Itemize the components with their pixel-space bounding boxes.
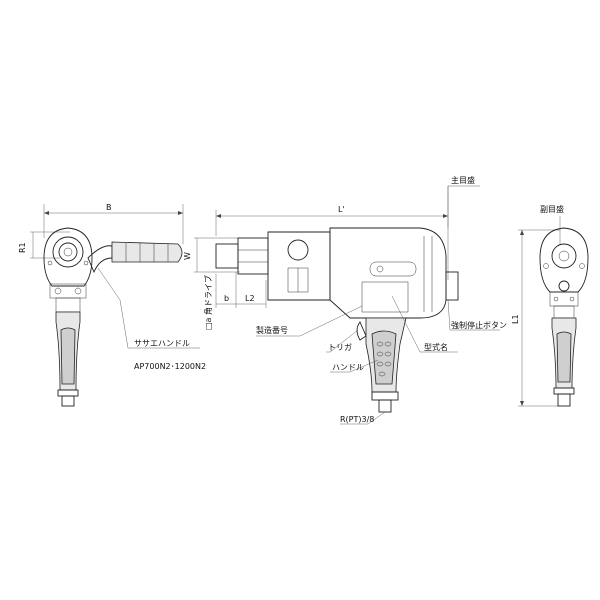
rear-grip-rubber [556,331,572,383]
front-grip-base [57,389,79,397]
left-front-view: B R1 ササエハンドル AP700N2･1200N2 [18,203,206,407]
grip-dot [376,351,384,357]
support-handle-models-label: AP700N2･1200N2 [134,362,206,371]
support-handle-grip [111,241,183,263]
trigger-leader [326,329,359,353]
dim-lprime-arrow-left [216,214,221,218]
rear-air-fitting [557,393,571,407]
pistol-grip-rubber [371,330,397,385]
rear-scale-dial-center [558,250,570,262]
rear-neck-bolt-left [553,296,559,302]
air-inlet-fitting [378,399,392,413]
right-rear-view: L1 副目盛 [511,204,589,407]
rear-grip-base [553,387,575,395]
model-name-leader [391,295,458,353]
rear-scale-dial [551,243,577,269]
grip-dot [378,371,386,377]
dim-l1-label: L1 [511,314,520,324]
front-socket-center [63,247,73,257]
dim-l1-arrow-bottom [520,401,524,406]
serial-plate [361,281,409,313]
front-grip-rubber [60,327,76,385]
serial-number-label: 製造番号 [256,325,288,335]
front-lower-block [55,297,81,313]
sub-scale-label: 副目盛 [540,204,564,214]
square-drive-label: □a 角ドライブ [203,275,213,330]
air-inlet-leader [340,411,386,425]
hammer-case-boss [287,239,309,261]
grip-dot [376,341,384,347]
anvil-drive [215,243,239,269]
center-side-view: L' W b L2 □a 角ドライブ [183,175,507,425]
rear-neck-bolt-right [569,296,575,302]
dim-b-arrow-left [44,211,49,215]
rear-bolt-right [579,263,585,269]
trigger [356,321,367,341]
model-name-label: 型式名 [424,342,448,352]
hammer-case [267,231,331,301]
handle-label: ハンドル [332,363,364,372]
grip-dot [384,361,392,367]
front-socket-ring [52,236,84,268]
front-neck-bolt-left [54,287,62,295]
grip-dot [384,351,392,357]
rear-scale-knob [445,271,459,301]
dim-b-arrow-right [178,211,183,215]
front-air-fitting [61,395,75,407]
dim-l1-arrow-top [520,230,524,235]
dim-lprime-label: L' [338,205,345,214]
motor-housing [329,227,447,319]
air-inlet-label: R(PT)3/8 [340,415,374,424]
rear-lower-block [553,305,575,319]
front-bolt-left [47,260,53,266]
serial-number-leader [256,305,363,337]
dim-r1-label: R1 [18,242,27,253]
model-plate [369,261,417,277]
grip-dot [376,361,384,367]
front-neck-bolt-right [74,287,82,295]
anvil-housing [237,237,269,275]
model-plate-screw [376,265,384,273]
grip-base [371,391,399,401]
trigger-label: トリガ [328,342,352,352]
front-bolt-right [83,260,89,266]
support-handle-leader [97,267,200,349]
dim-bsmall-label: b [224,294,229,303]
dim-b-label: B [106,203,112,212]
force-stop-label: 強制停止ボタン [451,320,507,330]
main-scale-leader [447,185,480,228]
rear-stop-button [558,280,570,292]
grip-texture [376,341,392,377]
grip-dot [384,341,392,347]
rear-head-body [539,227,589,293]
main-scale-label: 主目盛 [451,175,475,185]
front-head-body [43,227,93,287]
dim-w-label: W [183,252,192,260]
front-socket-inner [58,242,78,262]
dim-lprime-arrow-right [443,214,448,218]
dim-l2-label: L2 [245,294,255,303]
rear-bolt-left [543,263,549,269]
force-stop-leader [447,299,500,331]
handle-leader [330,359,379,373]
support-handle-label: ササエハンドル [134,339,190,348]
